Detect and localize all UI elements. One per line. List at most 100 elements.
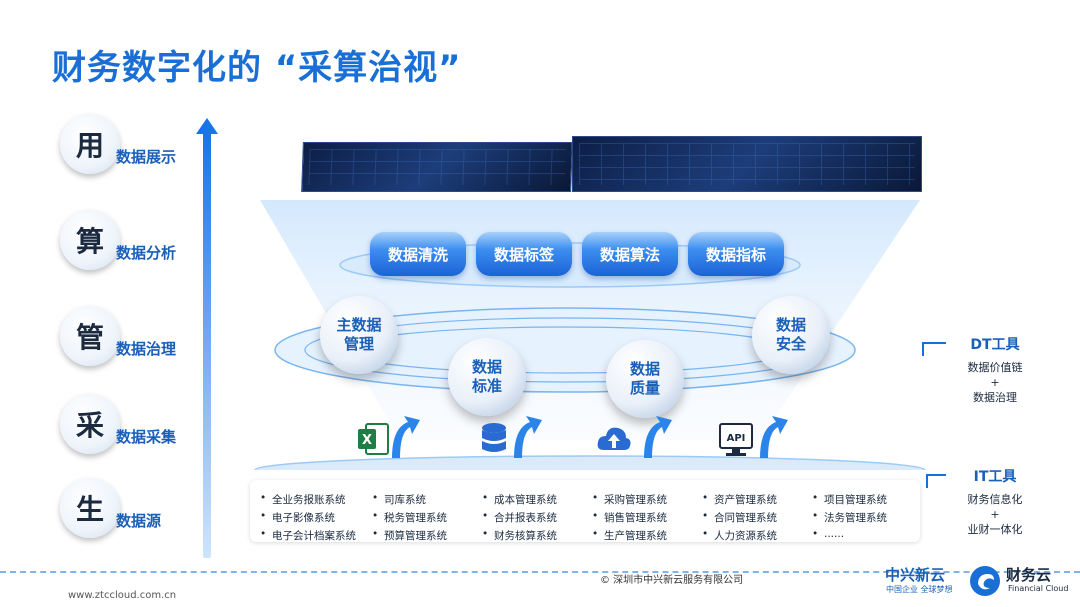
system-item: 电子会计档案系统 xyxy=(272,530,356,542)
bullet: • xyxy=(702,528,709,540)
system-item: 合同管理系统 xyxy=(714,512,777,524)
bullet: • xyxy=(260,492,267,504)
it-tool-line: 财务信息化 xyxy=(967,493,1023,506)
excel-icon: X xyxy=(358,423,389,455)
system-item: 电子影像系统 xyxy=(272,512,335,524)
stage-circle: 用 xyxy=(60,114,120,174)
bullet: • xyxy=(592,492,599,504)
dome-line: 标准 xyxy=(471,377,502,395)
dashboard-screens xyxy=(301,136,922,198)
stage-use: 用 数据展示 xyxy=(60,114,200,184)
master-data-dome: 主数据 管理 xyxy=(320,296,398,374)
bullet: • xyxy=(812,510,819,522)
brand-financial-cloud-en: Financial Cloud xyxy=(1008,584,1069,593)
upward-axis-arrow xyxy=(196,118,218,558)
system-item: 资产管理系统 xyxy=(714,494,777,506)
stage-label: 数据源 xyxy=(116,512,162,530)
it-tool-title: IT工具 xyxy=(973,469,1017,485)
cloud-upload-icon xyxy=(597,427,631,450)
up-arrow-icon xyxy=(760,416,788,458)
system-item: ...... xyxy=(824,528,845,540)
up-arrow-icon xyxy=(514,416,542,458)
system-item: 采购管理系统 xyxy=(604,494,667,506)
it-tool-bracket xyxy=(926,474,946,488)
stage-label: 数据采集 xyxy=(116,428,177,446)
stage-label: 数据展示 xyxy=(116,148,177,166)
stage-source: 生 数据源 xyxy=(60,478,200,548)
dt-tool-box: DT工具 数据价值链 + 数据治理 xyxy=(940,334,1050,405)
bullet: • xyxy=(372,510,379,522)
system-item: 项目管理系统 xyxy=(824,494,887,506)
data-standard-dome: 数据 标准 xyxy=(448,338,526,416)
footer-divider xyxy=(0,571,1080,573)
stage-collect: 采 数据采集 xyxy=(60,394,200,464)
page-title: 财务数字化的 “采算治视” xyxy=(52,48,462,88)
dt-tool-line: + xyxy=(990,376,1000,389)
dashboard-screen xyxy=(572,136,922,192)
dome-line: 管理 xyxy=(343,335,374,353)
system-item: 财务核算系统 xyxy=(494,530,557,542)
system-item: 销售管理系统 xyxy=(604,512,667,524)
dome-line: 数据 xyxy=(775,316,806,334)
api-monitor-icon: API xyxy=(719,423,753,456)
it-tool-line: 业财一体化 xyxy=(967,523,1023,536)
financial-cloud-logo-icon xyxy=(970,566,1000,596)
system-item: 人力资源系统 xyxy=(714,530,777,542)
system-item: 税务管理系统 xyxy=(384,512,447,524)
system-item: 司库系统 xyxy=(384,494,426,506)
system-item: 全业务报账系统 xyxy=(272,494,346,506)
dome-line: 数据 xyxy=(471,358,502,376)
source-systems-panel xyxy=(250,480,920,542)
bullet: • xyxy=(482,528,489,540)
data-algorithm-cylinder: 数据算法 xyxy=(582,232,678,276)
system-item: 法务管理系统 xyxy=(824,512,887,524)
database-icon xyxy=(482,423,506,452)
dome-line: 主数据 xyxy=(336,316,382,334)
bullet: • xyxy=(812,528,819,540)
bullet: • xyxy=(372,492,379,504)
up-arrow-icon xyxy=(644,416,672,458)
dt-tool-title: DT工具 xyxy=(970,337,1020,353)
stage-circle: 管 xyxy=(60,306,120,366)
data-indicator-cylinder: 数据指标 xyxy=(688,232,784,276)
dome-line: 质量 xyxy=(629,379,660,397)
system-item: 合并报表系统 xyxy=(494,512,557,524)
axis-arrow-head xyxy=(196,118,218,134)
dome-line: 安全 xyxy=(775,335,806,353)
stage-manage: 管 数据治理 xyxy=(60,306,200,376)
dt-tool-bracket xyxy=(922,342,946,356)
stage-compute: 算 数据分析 xyxy=(60,210,200,280)
bullet: • xyxy=(260,528,267,540)
dt-tool-line: 数据价值链 xyxy=(967,361,1023,374)
axis-line xyxy=(203,132,211,558)
data-tag-cylinder: 数据标签 xyxy=(476,232,572,276)
brand-financial-cloud: 财务云 xyxy=(1006,566,1052,584)
it-tool-box: IT工具 财务信息化 + 业财一体化 xyxy=(940,466,1050,537)
system-item: 预算管理系统 xyxy=(384,530,447,542)
website-url: www.ztccloud.com.cn xyxy=(68,590,177,601)
bullet: • xyxy=(260,510,267,522)
brand-slogan: 中国企业 全球梦想 xyxy=(886,585,953,594)
up-arrow-icon xyxy=(392,416,420,458)
stage-circle: 算 xyxy=(60,210,120,270)
system-item: 生产管理系统 xyxy=(604,530,667,542)
stage-label: 数据分析 xyxy=(116,244,177,262)
excel-icon-letter: X xyxy=(362,433,372,448)
brand-logo-zte-cloud: 中兴新云 xyxy=(885,566,946,584)
api-icon-text: API xyxy=(727,433,746,444)
bullet: • xyxy=(482,492,489,504)
bullet: • xyxy=(372,528,379,540)
dome-line: 数据 xyxy=(629,360,660,378)
bullet: • xyxy=(702,492,709,504)
data-processing-row: 数据清洗 数据标签 数据算法 数据指标 xyxy=(370,232,790,282)
data-quality-dome: 数据 质量 xyxy=(606,340,684,418)
bullet: • xyxy=(702,510,709,522)
stage-circle: 采 xyxy=(60,394,120,454)
data-cleaning-cylinder: 数据清洗 xyxy=(370,232,466,276)
it-tool-line: + xyxy=(990,508,1000,521)
data-security-dome: 数据 安全 xyxy=(752,296,830,374)
stage-label: 数据治理 xyxy=(116,340,177,358)
dashboard-screen xyxy=(301,142,573,192)
copyright-text: © 深圳市中兴新云服务有限公司 xyxy=(600,575,744,586)
system-item: 成本管理系统 xyxy=(494,494,557,506)
